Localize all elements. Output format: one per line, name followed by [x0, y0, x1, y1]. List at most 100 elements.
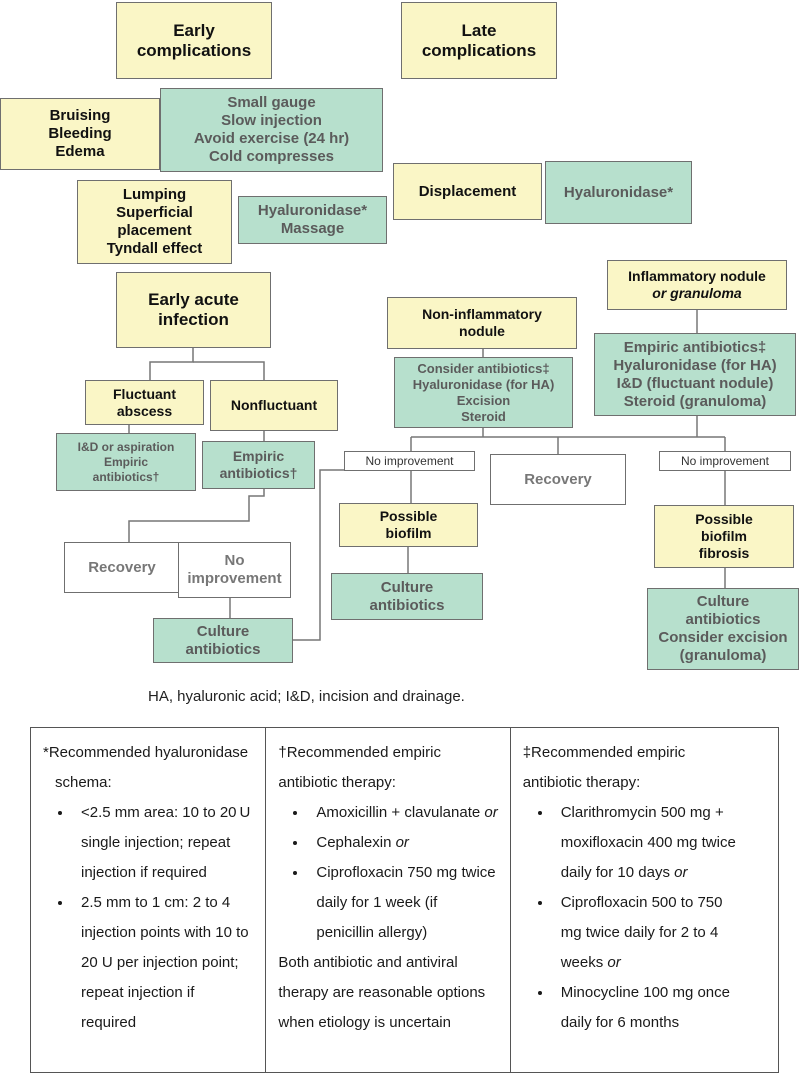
displacement-label: Displacement	[418, 182, 517, 200]
noninflam-line-2: nodule	[459, 323, 505, 339]
dd-item-2-line-1: Ciprofloxacin 500 to 750	[560, 894, 723, 911]
late-complications-line-1: Late	[461, 20, 497, 40]
hyaluronidase-title-line-1: *Recommended hyaluronidase	[43, 744, 249, 761]
dd-item-1-line-2: moxifloxacin 400 mg twice	[560, 834, 736, 851]
hyal-item-1-line-2: single injection; repeat	[81, 834, 231, 851]
bruising-management-node: Small gauge Slow injection Avoid exercis…	[160, 88, 383, 172]
lumping-mgmt-line-2: Massage	[280, 220, 345, 237]
culture-right-line-2: antibiotics	[685, 611, 761, 628]
hyal-item-2-line-4: repeat injection if	[81, 984, 195, 1001]
culture-mid-line-1: Culture	[380, 578, 434, 596]
nonfluctuant-node: Nonfluctuant	[210, 380, 338, 431]
no-improvement-right-node: No improvement	[659, 451, 791, 471]
fluctuant-mgmt-line-2: Empiric	[103, 454, 148, 469]
possible-biofilm-node: Possible biofilm	[339, 503, 478, 547]
dagger-after-line-3: when etiology is uncertain	[278, 1014, 451, 1031]
dd-item-1-line-3: daily for 10 days or	[560, 864, 688, 881]
no-improvement-mid-label: No improvement	[365, 453, 454, 468]
noninflam-mgmt-line-1: Consider antibiotics‡	[417, 360, 550, 376]
nonfluctuant-mgmt-line-2: antibiotics†	[219, 465, 298, 481]
fluctuant-line-1: Fluctuant	[113, 385, 176, 402]
hyal-item-2-line-3: 20 U per injection point;	[81, 954, 239, 971]
culture-left-line-2: antibiotics	[185, 640, 261, 658]
no-improvement-left-node: No improvement	[178, 542, 291, 598]
list-item: Ciprofloxacin 500 to 750 mg twice daily …	[553, 888, 768, 978]
list-item: 2.5 mm to 1 cm: 2 to 4 injection points …	[73, 888, 255, 1038]
hyal-item-2-line-5: required	[81, 1014, 137, 1031]
dagger-item-2: Cephalexin or	[316, 834, 409, 851]
early-infection-line-2: infection	[158, 310, 229, 329]
fluctuant-line-2: abscess	[116, 402, 173, 419]
dagger-title-line-1: †Recommended empiric	[278, 744, 441, 761]
culture-left-line-1: Culture	[196, 622, 250, 640]
recovery-mid-node: Recovery	[490, 454, 626, 505]
list-item: <2.5 mm area: 10 to 20 U single injectio…	[73, 798, 255, 888]
inflam-mgmt-line-1: Empiric antibiotics‡	[623, 338, 767, 356]
no-improvement-right-label: No improvement	[680, 453, 770, 468]
noninflam-mgmt-line-4: Steroid	[461, 408, 506, 424]
double-dagger-list: Clarithromycin 500 mg + moxifloxacin 400…	[523, 798, 768, 1038]
double-dagger-antibiotic-column: ‡Recommended empiric antibiotic therapy:…	[509, 728, 778, 1072]
inflam-line-2: or granuloma	[652, 285, 742, 301]
dagger-after-line-2: therapy are reasonable options	[278, 984, 486, 1001]
fluctuant-management-node: I&D or aspiration Empiric antibiotics†	[56, 433, 196, 491]
displacement-node: Displacement	[393, 163, 542, 220]
hyal-item-1-line-3: injection if required	[81, 864, 207, 881]
therapy-notes-table: *Recommended hyaluronidase schema: <2.5 …	[30, 727, 779, 1073]
early-complications-line-2: complications	[136, 40, 252, 60]
recovery-left-label: Recovery	[88, 558, 156, 576]
inflam-mgmt-line-2: Hyaluronidase (for HA)	[613, 356, 777, 374]
hyal-item-1-line-1: <2.5 mm area: 10 to 20 U	[81, 804, 251, 821]
noninflam-line-1: Non-inflammatory	[422, 306, 542, 322]
noninflam-mgmt-line-2: Hyaluronidase (for HA)	[412, 376, 555, 392]
hyal-item-2-line-2: injection points with 10 to	[81, 924, 249, 941]
list-item: Minocycline 100 mg once daily for 6 mont…	[553, 978, 768, 1038]
fluctuant-mgmt-line-1: I&D or aspiration	[77, 439, 175, 454]
dd-item-3-line-1: Minocycline 100 mg once	[560, 984, 730, 1001]
dagger-list: Amoxicillin + clavulanate or Cephalexin …	[278, 798, 499, 948]
double-dagger-title-line-2: antibiotic therapy:	[522, 774, 641, 791]
inflammatory-nodule-node: Inflammatory nodule or granuloma	[607, 260, 787, 310]
culture-left-node: Culture antibiotics	[153, 618, 293, 663]
culture-mid-node: Culture antibiotics	[331, 573, 483, 620]
bruising-mgmt-line-4: Cold compresses	[208, 148, 335, 165]
dd-item-3-line-2: daily for 6 months	[560, 1014, 680, 1031]
lumping-management-node: Hyaluronidase* Massage	[238, 196, 387, 244]
bruising-mgmt-line-3: Avoid exercise (24 hr)	[193, 130, 350, 147]
biofilm-right-line-3: fibrosis	[698, 545, 750, 561]
hyaluronidase-schema-column: *Recommended hyaluronidase schema: <2.5 …	[31, 728, 265, 1072]
non-inflammatory-nodule-node: Non-inflammatory nodule	[387, 297, 577, 349]
dagger-item-3-line-2: daily for 1 week (if	[316, 894, 438, 911]
no-improvement-left-line-2: improvement	[187, 570, 282, 587]
biofilm-right-line-2: biofilm	[701, 528, 747, 544]
bruising-line-1: Bruising	[49, 107, 111, 124]
fluctuant-mgmt-line-3: antibiotics†	[92, 469, 160, 484]
dd-item-1-line-1: Clarithromycin 500 mg +	[560, 804, 724, 821]
recovery-mid-label: Recovery	[524, 470, 592, 488]
connector-lines	[128, 310, 726, 641]
list-item: Amoxicillin + clavulanate or	[308, 798, 499, 828]
recovery-left-node: Recovery	[64, 542, 180, 593]
noninflam-mgmt-line-3: Excision	[456, 392, 511, 408]
early-complications-line-1: Early	[173, 20, 215, 40]
inflam-mgmt-line-3: I&D (fluctuant nodule)	[616, 374, 774, 392]
dagger-after-line-1: Both antibiotic and antiviral	[278, 954, 458, 971]
hyaluronidase-title-line-2: schema:	[55, 774, 112, 791]
lumping-line-4: Tyndall effect	[106, 240, 203, 257]
early-infection-line-1: Early acute	[148, 290, 239, 309]
late-complications-line-2: complications	[421, 40, 537, 60]
dagger-item-1: Amoxicillin + clavulanate or	[316, 804, 498, 821]
no-improvement-left-line-1: No	[224, 552, 245, 569]
hyaluronidase-list: <2.5 mm area: 10 to 20 U single injectio…	[43, 798, 255, 1038]
dd-item-2-line-3: weeks or	[560, 954, 621, 971]
lumping-line-3: placement	[117, 222, 192, 239]
late-complications-header: Late complications	[401, 2, 557, 79]
early-acute-infection-node: Early acute infection	[116, 272, 271, 348]
dd-item-2-line-2: mg twice daily for 2 to 4	[560, 924, 719, 941]
displacement-management-node: Hyaluronidase*	[545, 161, 692, 224]
culture-right-node: Culture antibiotics Consider excision (g…	[647, 588, 799, 670]
list-item: Clarithromycin 500 mg + moxifloxacin 400…	[553, 798, 768, 888]
dagger-antibiotic-column: †Recommended empiric antibiotic therapy:…	[265, 728, 509, 1072]
early-complications-header: Early complications	[116, 2, 272, 79]
inflam-line-1: Inflammatory nodule	[628, 268, 766, 284]
